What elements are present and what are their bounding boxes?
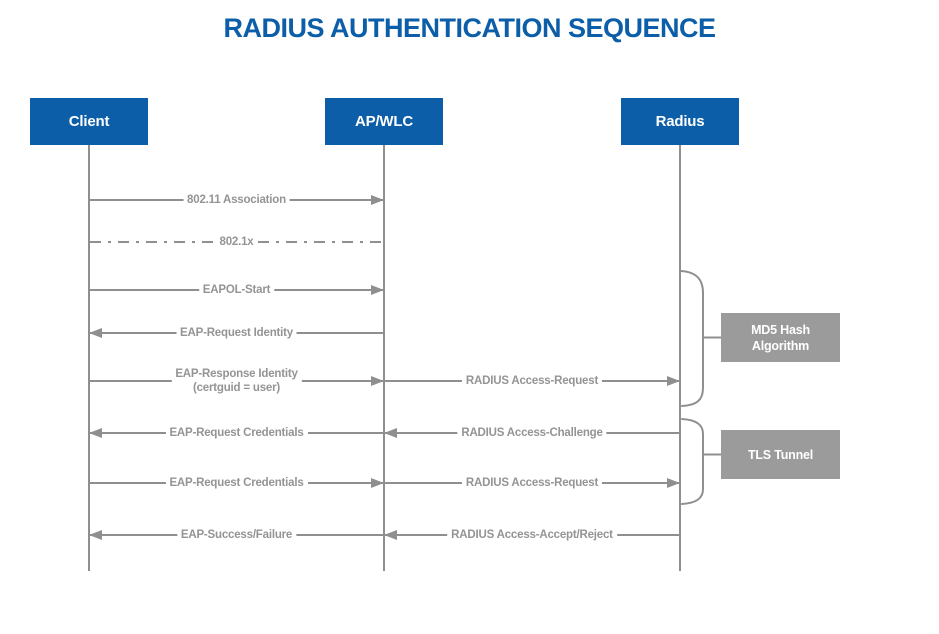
lifeline-apwlc (383, 145, 385, 571)
actor-label-radius: Radius (655, 113, 705, 130)
message-label: EAP-Request Credentials (165, 476, 308, 490)
lifeline-client (88, 145, 90, 571)
note-md5-hash-algorithm: MD5 Hash Algorithm (721, 313, 840, 362)
actor-label-apwlc: AP/WLC (355, 113, 413, 130)
message-eapol-start: EAPOL-Start (90, 283, 384, 297)
message-eap-success-failure: EAP-Success/Failure (89, 528, 383, 542)
note-tls-tunnel: TLS Tunnel (721, 430, 840, 479)
note-label-line1: MD5 Hash (751, 322, 810, 337)
arrowhead-right-icon (371, 376, 384, 386)
message-label: EAPOL-Start (198, 283, 275, 297)
message-802-11-association: 802.11 Association (90, 193, 384, 207)
arrowhead-right-icon (371, 285, 384, 295)
message-radius-access-challenge: RADIUS Access-Challenge (384, 426, 679, 440)
message-label: 802.1x (215, 235, 258, 249)
message-label: EAP-Request Credentials (165, 426, 308, 440)
message-radius-access-request-2: RADIUS Access-Request (385, 476, 680, 490)
md5-brace (680, 270, 704, 407)
page-title: RADIUS AUTHENTICATION SEQUENCE (223, 13, 716, 43)
arrowhead-left-icon (384, 428, 397, 438)
message-radius-access-request-1: RADIUS Access-Request (385, 374, 680, 388)
actor-box-radius: Radius (621, 98, 739, 145)
actor-box-client: Client (30, 98, 148, 145)
arrowhead-left-icon (89, 328, 102, 338)
arrowhead-left-icon (384, 530, 397, 540)
actor-label-client: Client (68, 113, 110, 130)
tls-brace (681, 418, 704, 505)
message-label: RADIUS Access-Challenge (457, 426, 607, 440)
note-label-line1: TLS Tunnel (747, 447, 814, 462)
actor-box-apwlc: AP/WLC (325, 98, 443, 145)
note-label-line2: Algorithm (751, 338, 810, 353)
message-label-line2: (certguid = user) (192, 382, 281, 394)
arrowhead-left-icon (89, 428, 102, 438)
arrowhead-right-icon (667, 376, 680, 386)
message-eap-response-identity: EAP-Response Identity (certguid = user) (90, 367, 384, 395)
message-label: EAP-Success/Failure (176, 528, 297, 542)
message-eap-request-credentials-1: EAP-Request Credentials (89, 426, 383, 440)
message-label: RADIUS Access-Request (461, 374, 603, 388)
message-802-1x: 802.1x (90, 235, 383, 249)
message-eap-request-credentials-2: EAP-Request Credentials (90, 476, 384, 490)
message-label-line1: EAP-Response Identity (175, 368, 298, 380)
arrowhead-right-icon (667, 478, 680, 488)
arrowhead-right-icon (371, 478, 384, 488)
message-label: EAP-Response Identity (certguid = user) (171, 367, 302, 395)
lifeline-radius (679, 145, 681, 571)
message-label: 802.11 Association (183, 193, 290, 207)
message-label: RADIUS Access-Accept/Reject (447, 528, 617, 542)
message-radius-access-accept-reject: RADIUS Access-Accept/Reject (384, 528, 679, 542)
arrowhead-right-icon (371, 195, 384, 205)
message-label: EAP-Request Identity (176, 326, 297, 340)
arrowhead-left-icon (89, 530, 102, 540)
message-label: RADIUS Access-Request (461, 476, 603, 490)
message-eap-request-identity: EAP-Request Identity (89, 326, 383, 340)
